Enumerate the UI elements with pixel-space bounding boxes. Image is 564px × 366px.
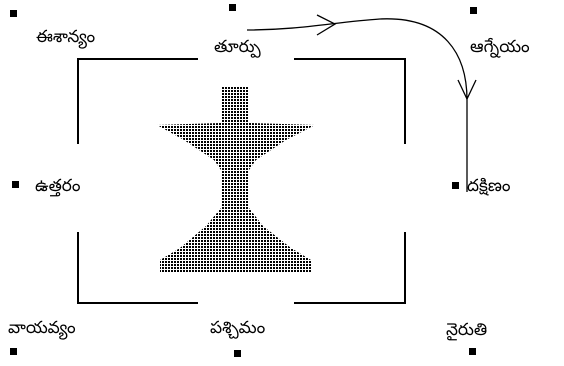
- lamp-icon: [157, 86, 315, 273]
- marker-southeast: [470, 7, 477, 14]
- marker-south: [452, 182, 459, 189]
- label-northwest: వాయవ్యం: [8, 318, 76, 338]
- label-north: ఉత్తరం: [35, 176, 81, 196]
- marker-northwest: [10, 348, 17, 355]
- marker-west: [234, 350, 241, 357]
- label-south: దక్షిణం: [467, 176, 511, 196]
- marker-east: [229, 4, 236, 11]
- label-southwest: నైరుతి: [446, 320, 488, 340]
- label-northeast: ఈశాన్యం: [36, 27, 96, 47]
- marker-southwest: [469, 348, 476, 355]
- house-frame: [77, 58, 406, 304]
- marker-northeast: [10, 10, 17, 17]
- label-east: తూర్పు: [214, 37, 261, 57]
- direction-arrow: [246, 14, 477, 192]
- marker-north: [12, 181, 19, 188]
- label-southeast: ఆగ్నేయం: [470, 37, 530, 57]
- label-west: పశ్చిమం: [210, 318, 266, 338]
